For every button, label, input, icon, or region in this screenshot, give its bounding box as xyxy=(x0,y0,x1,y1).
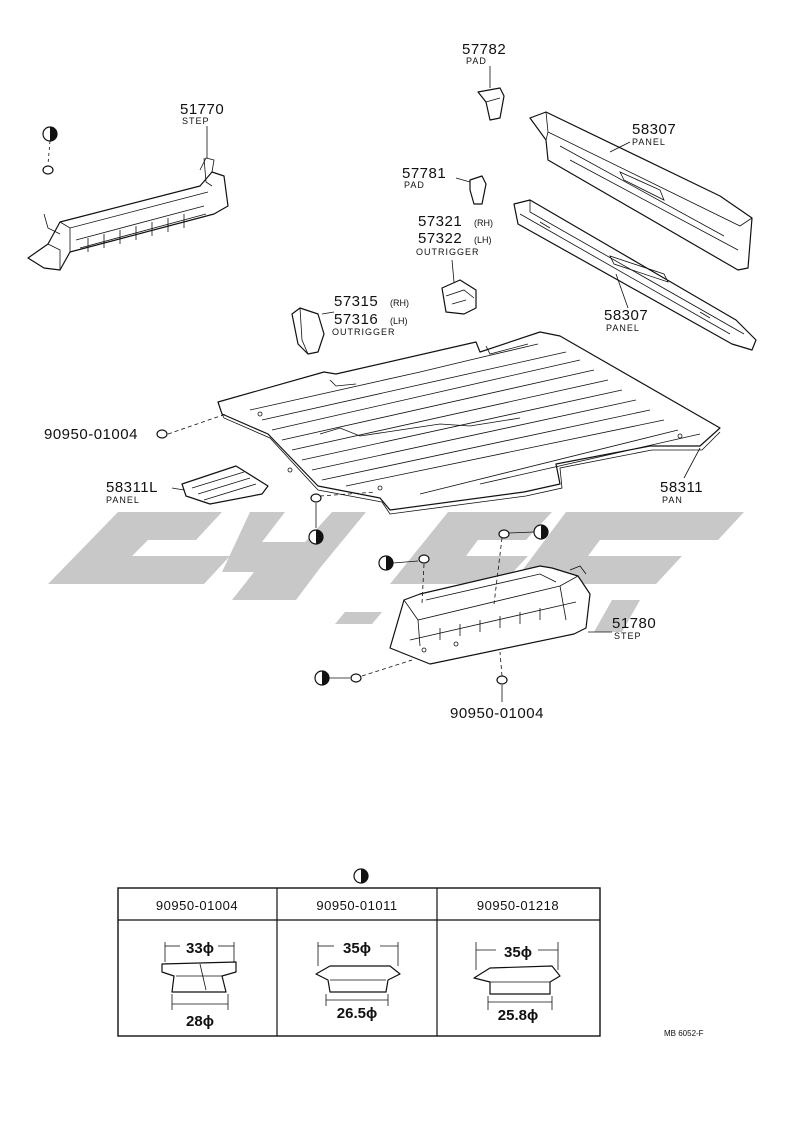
pad-57782 xyxy=(477,87,505,121)
pan-58311 xyxy=(217,331,721,515)
part-number-57781: 57781 xyxy=(402,165,446,182)
table-header-3: 90950-01218 xyxy=(477,898,559,913)
part-name-57781: PAD xyxy=(404,180,425,190)
part-number-90950a: 90950-01004 xyxy=(44,426,138,443)
leader-57315 xyxy=(321,311,335,315)
part-name-57316: OUTRIGGER xyxy=(332,327,396,337)
plug-51780-bottom xyxy=(496,651,508,702)
leader-57781 xyxy=(455,177,471,183)
panel-58311L xyxy=(181,465,269,505)
part-name-57322: OUTRIGGER xyxy=(416,247,480,257)
bottom-dim-1: 28ϕ xyxy=(186,1013,214,1030)
panel-58307-upper xyxy=(529,111,753,271)
top-dim-2: 35ϕ xyxy=(343,940,371,957)
part-name-58307b: PANEL xyxy=(606,323,640,333)
part-name-58307a: PANEL xyxy=(632,137,666,147)
top-dim-3: 35ϕ xyxy=(504,944,532,961)
part-number-51770: 51770 xyxy=(180,101,224,118)
step-51770 xyxy=(27,157,229,271)
plug-pan-bottom xyxy=(308,491,377,545)
part-number-58307b: 58307 xyxy=(604,307,648,324)
step-51780 xyxy=(389,565,591,665)
part-number-57321: 57321 xyxy=(418,213,462,230)
part-name-58311: PAN xyxy=(662,495,683,505)
watermark-logo xyxy=(48,512,744,632)
panel-58307-lower xyxy=(513,199,757,351)
top-dim-1: 33ϕ xyxy=(186,940,214,957)
plug-51780-bottom-left xyxy=(314,659,413,686)
part-side-57322: (LH) xyxy=(474,235,492,245)
plug-90950-upper xyxy=(156,413,227,439)
leader-58311L xyxy=(171,487,185,491)
plug-table: 90950-01004 90950-01011 90950-01218 33ϕ … xyxy=(117,868,601,1037)
part-name-51770: STEP xyxy=(182,116,210,126)
plug-profile-2 xyxy=(315,942,401,1006)
plug-profile-3 xyxy=(473,942,561,1010)
part-name-57782: PAD xyxy=(466,56,487,66)
part-number-57322: 57322 xyxy=(418,230,462,247)
bottom-dim-3: 25.8ϕ xyxy=(498,1007,538,1024)
part-side-57315: (RH) xyxy=(390,298,409,308)
outrigger-57315 xyxy=(291,307,325,355)
plug-51780-right xyxy=(493,524,549,605)
table-header-1: 90950-01004 xyxy=(156,898,238,913)
part-number-51780: 51780 xyxy=(612,615,656,632)
part-name-58311L: PANEL xyxy=(106,495,140,505)
leader-58307b xyxy=(615,273,629,309)
part-side-57316: (LH) xyxy=(390,316,408,326)
part-number-58311L: 58311L xyxy=(106,479,158,496)
part-side-57321: (RH) xyxy=(474,218,493,228)
plug-profile-1 xyxy=(161,942,237,1010)
part-number-57782: 57782 xyxy=(462,41,506,58)
leader-58307a xyxy=(609,141,631,153)
part-number-58307a: 58307 xyxy=(632,121,676,138)
leader-58311 xyxy=(683,447,701,479)
plug-icon xyxy=(42,126,58,175)
outrigger-57321 xyxy=(441,279,477,315)
part-number-90950b: 90950-01004 xyxy=(450,705,544,722)
leader-57321 xyxy=(451,259,455,283)
part-number-57315: 57315 xyxy=(334,293,378,310)
pad-57781 xyxy=(469,175,487,205)
part-name-51780: STEP xyxy=(614,631,642,641)
part-number-57316: 57316 xyxy=(334,311,378,328)
bottom-dim-2: 26.5ϕ xyxy=(337,1005,377,1022)
plug-51780-left xyxy=(378,554,430,605)
table-header-2: 90950-01011 xyxy=(316,898,397,913)
figure-code: MB 6052-F xyxy=(664,1029,704,1038)
part-number-58311: 58311 xyxy=(660,479,703,496)
